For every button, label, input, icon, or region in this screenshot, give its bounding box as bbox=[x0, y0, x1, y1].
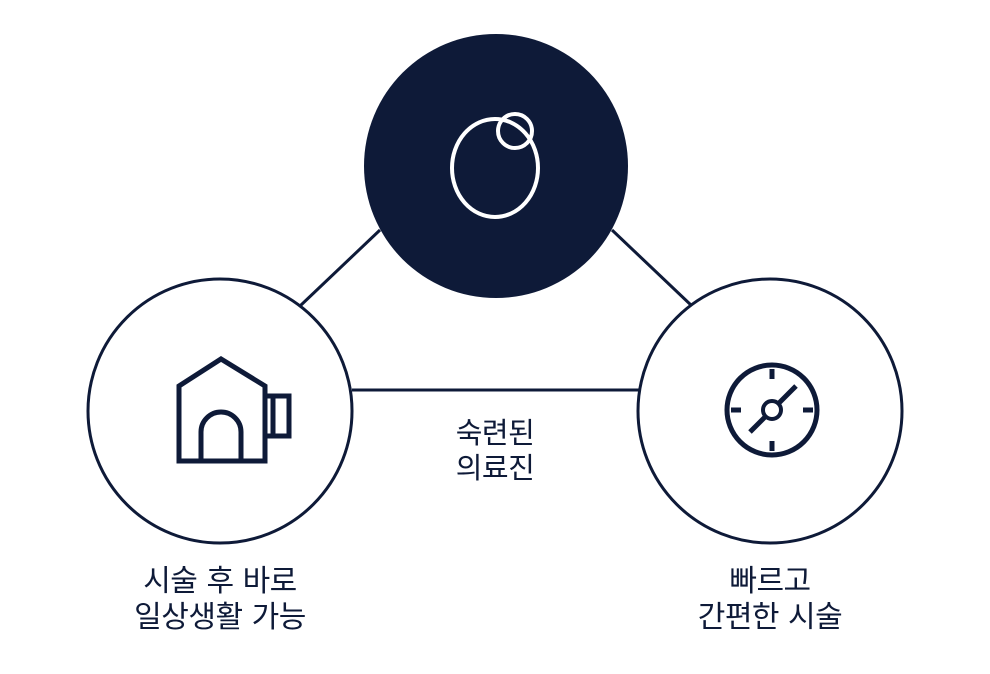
node-top bbox=[364, 34, 628, 298]
left-caption: 시술 후 바로 일상생활 가능 bbox=[90, 564, 350, 636]
center-caption: 숙련된 의료진 bbox=[400, 416, 590, 486]
hair-follicle-icon bbox=[450, 112, 540, 219]
center-caption-line-2: 의료진 bbox=[455, 451, 535, 485]
right-caption-line-1: 빠르고 bbox=[729, 564, 811, 599]
right-caption: 빠르고 간편한 시술 bbox=[640, 564, 900, 636]
clock-icon bbox=[724, 362, 820, 458]
right-caption-line-2: 간편한 시술 bbox=[697, 600, 843, 635]
connector-top-left bbox=[298, 228, 382, 308]
center-caption-line-1: 숙련된 bbox=[455, 416, 535, 450]
home-icon bbox=[176, 356, 292, 464]
left-caption-line-1: 시술 후 바로 bbox=[143, 564, 297, 599]
node-left bbox=[86, 277, 354, 545]
node-top-circle bbox=[364, 34, 628, 298]
connector-top-right bbox=[610, 228, 694, 308]
left-caption-line-2: 일상생활 가능 bbox=[134, 600, 306, 635]
node-right bbox=[636, 277, 904, 545]
